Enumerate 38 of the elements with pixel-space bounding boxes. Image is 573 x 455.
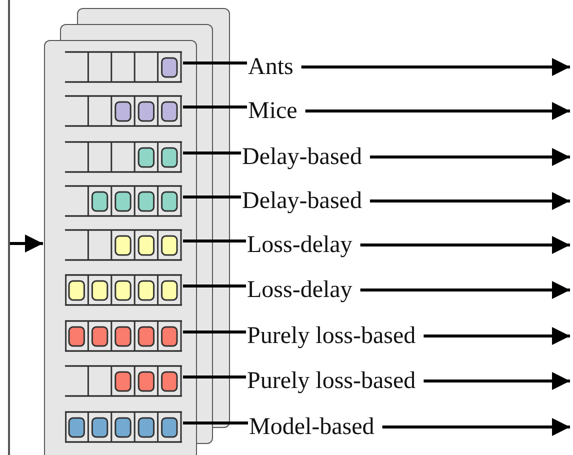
connector-line — [183, 284, 246, 288]
queue-panel — [44, 40, 197, 455]
queue-drawing — [65, 140, 183, 172]
connector-line — [183, 330, 246, 334]
arrow — [370, 148, 570, 166]
arrow — [10, 234, 43, 252]
connector-line — [183, 62, 247, 64]
arrow — [382, 418, 570, 436]
queue-drawing — [65, 364, 183, 396]
connector-line — [183, 152, 241, 154]
flow-label: Loss-delay — [247, 276, 352, 304]
queue-drawing — [65, 274, 183, 306]
arrow — [360, 281, 570, 299]
arrow — [305, 102, 570, 120]
queue-drawing — [65, 228, 183, 260]
connector-line — [183, 240, 246, 242]
connector-line — [183, 106, 247, 108]
queue-drawing — [65, 410, 183, 442]
flow-label: Loss-delay — [247, 231, 352, 259]
flow-label: Delay-based — [242, 143, 362, 171]
queue-drawing — [65, 94, 183, 126]
flow-label: Delay-based — [242, 187, 362, 215]
flow-label: Model-based — [249, 413, 374, 441]
arrow — [424, 327, 570, 345]
queue-drawing — [65, 184, 183, 216]
arrow — [301, 58, 570, 76]
queue-drawing — [65, 50, 183, 82]
connector-line — [183, 196, 241, 198]
flow-label: Ants — [248, 53, 294, 81]
connector-line — [183, 422, 248, 424]
connector-line — [183, 376, 246, 378]
arrow — [370, 192, 570, 210]
arrow — [424, 372, 570, 390]
flow-label: Purely loss-based — [247, 322, 416, 350]
queue-drawing — [65, 320, 183, 352]
arrow — [360, 236, 570, 254]
flow-label: Purely loss-based — [247, 367, 416, 395]
flow-label: Mice — [248, 97, 298, 125]
